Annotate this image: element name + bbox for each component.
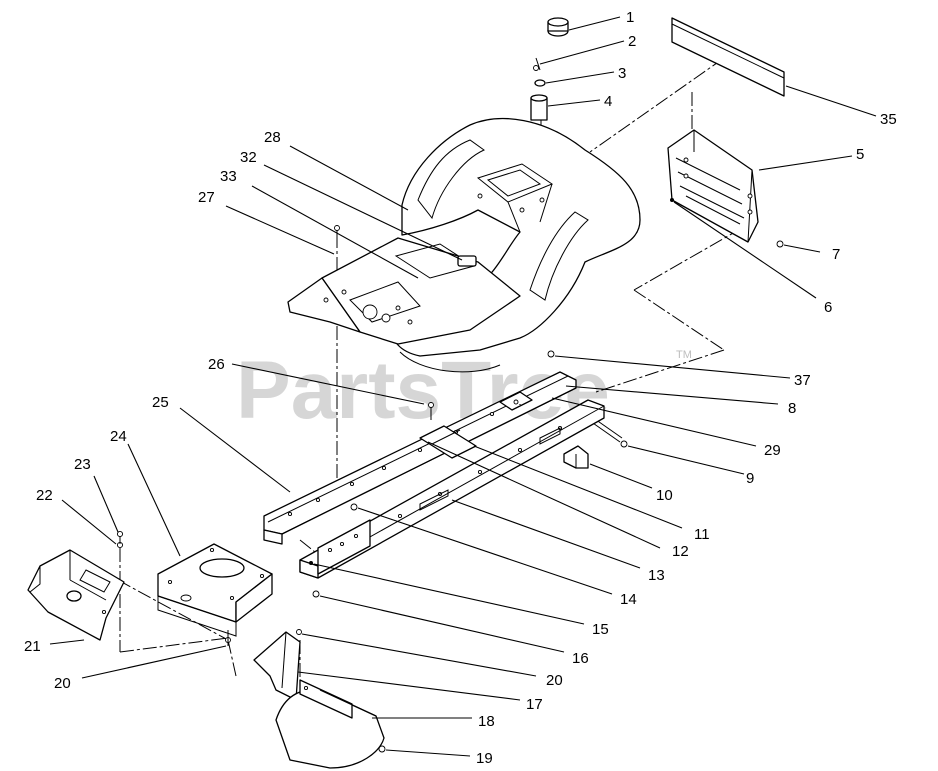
part-24-axle-plate[interactable] xyxy=(157,543,273,637)
part-15-bolt[interactable] xyxy=(309,561,313,565)
callout-20-left[interactable]: 20 xyxy=(54,675,71,692)
part-21-front-bracket[interactable] xyxy=(27,549,125,641)
part-3-washer[interactable] xyxy=(534,79,546,87)
part-20-bolt-right[interactable] xyxy=(296,629,302,635)
part-25-frame-rail[interactable] xyxy=(263,371,577,545)
callout-25[interactable]: 25 xyxy=(152,394,169,411)
assembly-lines xyxy=(117,57,743,680)
callout-labels: 1 2 3 4 5 6 7 35 37 8 29 9 10 11 12 13 1… xyxy=(24,9,897,767)
part-11-cross-brace[interactable] xyxy=(419,425,477,459)
part-26-bolt[interactable] xyxy=(428,402,434,421)
part-13-frame-rail[interactable] xyxy=(299,399,605,579)
callout-6[interactable]: 6 xyxy=(824,299,832,316)
callout-28[interactable]: 28 xyxy=(264,129,281,146)
part-23-bolt[interactable] xyxy=(116,530,124,544)
part-10-bracket[interactable] xyxy=(563,445,589,469)
part-5-rear-shroud[interactable] xyxy=(667,129,759,243)
callout-8[interactable]: 8 xyxy=(788,400,796,417)
part-6-screw[interactable] xyxy=(670,198,674,202)
part-7-screw[interactable] xyxy=(776,240,784,248)
part-37-nut[interactable] xyxy=(547,350,555,358)
callout-27[interactable]: 27 xyxy=(198,189,215,206)
part-18-hood[interactable] xyxy=(275,679,385,769)
callout-13[interactable]: 13 xyxy=(648,567,665,584)
part-17-front-cover[interactable] xyxy=(253,631,301,701)
callout-23[interactable]: 23 xyxy=(74,456,91,473)
callout-1[interactable]: 1 xyxy=(626,9,634,26)
callout-21[interactable]: 21 xyxy=(24,638,41,655)
callout-19[interactable]: 19 xyxy=(476,750,493,767)
callout-5[interactable]: 5 xyxy=(856,146,864,163)
callout-29[interactable]: 29 xyxy=(764,442,781,459)
callout-14[interactable]: 14 xyxy=(620,591,637,608)
callout-35[interactable]: 35 xyxy=(880,111,897,128)
part-27-bolt[interactable] xyxy=(334,225,340,241)
part-14-nut[interactable] xyxy=(350,503,358,511)
callout-17[interactable]: 17 xyxy=(526,696,543,713)
callout-33[interactable]: 33 xyxy=(220,168,237,185)
part-35-bar[interactable] xyxy=(671,17,785,97)
callout-3[interactable]: 3 xyxy=(618,65,626,82)
part-19-screw[interactable] xyxy=(378,745,386,753)
part-20-bolt-left[interactable] xyxy=(225,630,231,646)
part-2-bolt[interactable] xyxy=(533,57,541,71)
callout-9[interactable]: 9 xyxy=(746,470,754,487)
part-12-pivot[interactable] xyxy=(499,391,533,411)
part-4-spacer[interactable] xyxy=(530,94,548,121)
watermark-trademark: TM xyxy=(676,349,692,361)
callout-10[interactable]: 10 xyxy=(656,487,673,504)
callout-15[interactable]: 15 xyxy=(592,621,609,638)
callout-37[interactable]: 37 xyxy=(794,372,811,389)
callout-26[interactable]: 26 xyxy=(208,356,225,373)
callout-22[interactable]: 22 xyxy=(36,487,53,504)
callout-24[interactable]: 24 xyxy=(110,428,127,445)
callout-2[interactable]: 2 xyxy=(628,33,636,50)
callout-18[interactable]: 18 xyxy=(478,713,495,730)
callout-11[interactable]: 11 xyxy=(694,526,710,543)
leader-lines xyxy=(49,16,877,757)
callout-4[interactable]: 4 xyxy=(604,93,612,110)
callout-7[interactable]: 7 xyxy=(832,246,840,263)
callout-12[interactable]: 12 xyxy=(672,543,689,560)
part-16-nut[interactable] xyxy=(312,590,320,598)
callout-32[interactable]: 32 xyxy=(240,149,257,166)
part-1-knob[interactable] xyxy=(547,17,569,37)
callout-16[interactable]: 16 xyxy=(572,650,589,667)
part-32-decal[interactable] xyxy=(457,255,477,267)
callout-20-right[interactable]: 20 xyxy=(546,672,563,689)
